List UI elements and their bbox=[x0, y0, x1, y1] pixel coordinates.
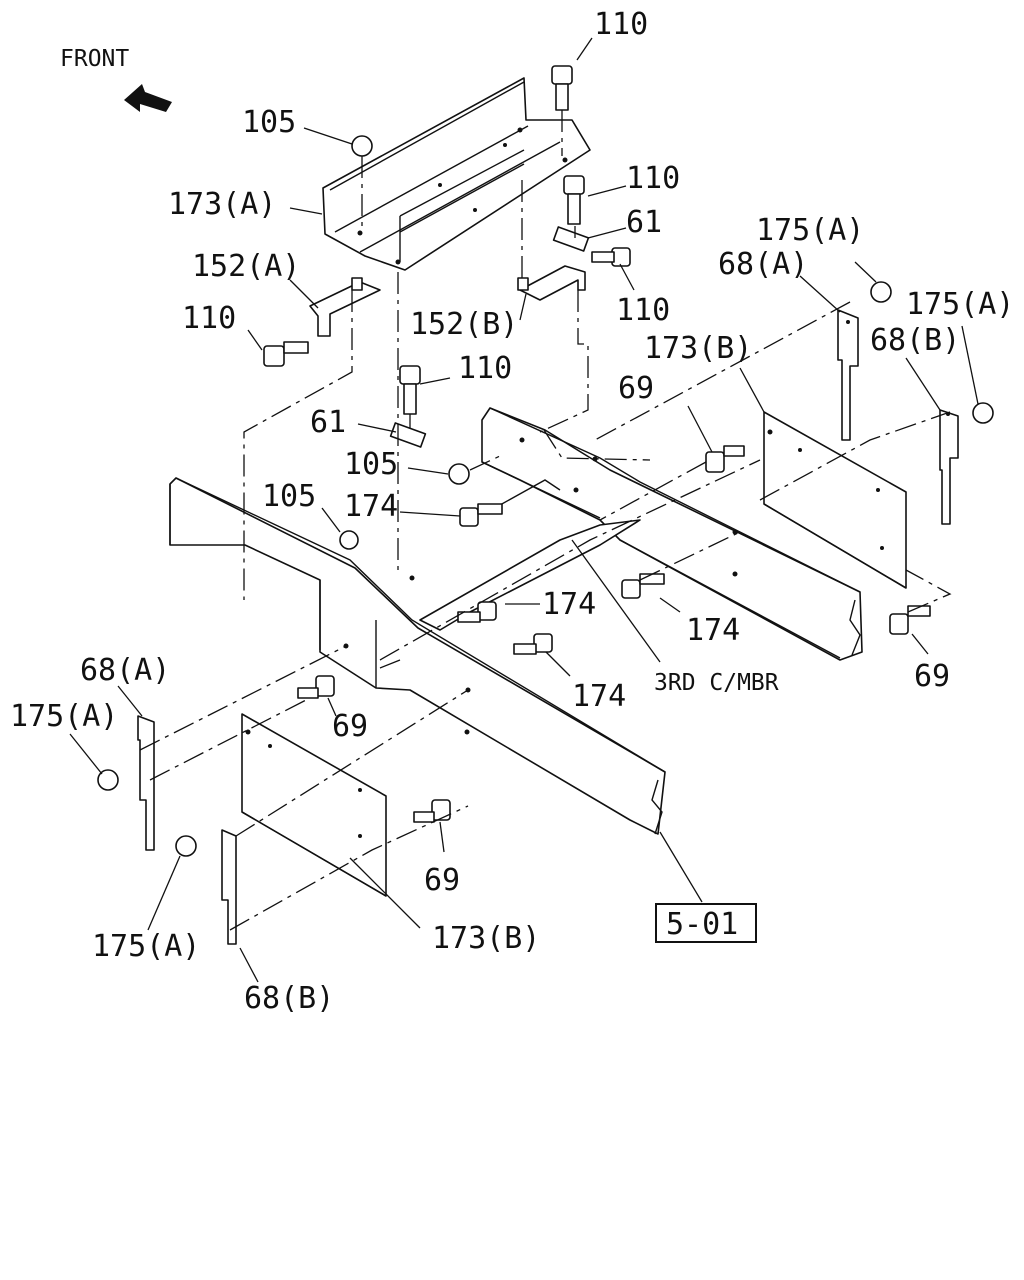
callout-110-center: 110 bbox=[458, 351, 512, 386]
callout-174-b: 174 bbox=[542, 587, 596, 622]
callout-175a-left-2: 175(A) bbox=[92, 929, 200, 964]
callout-175a-right-2: 175(A) bbox=[906, 287, 1014, 322]
bolt-69-right-2 bbox=[889, 605, 931, 635]
bolt-69-left-2 bbox=[413, 799, 451, 823]
part-173b-left-plate bbox=[241, 713, 387, 897]
callout-68a-right: 68(A) bbox=[718, 247, 808, 282]
bolt-110-left bbox=[263, 341, 309, 367]
nut-175a-right-1 bbox=[870, 281, 892, 303]
callout-69-right-2: 69 bbox=[914, 659, 950, 694]
callout-173b-right: 173(B) bbox=[644, 331, 752, 366]
callout-173b-left: 173(B) bbox=[432, 921, 540, 956]
bolt-69-right-1 bbox=[705, 445, 745, 473]
callout-110-mid: 110 bbox=[626, 161, 680, 196]
part-173a-top-bracket bbox=[322, 77, 591, 271]
callout-152a: 152(A) bbox=[192, 249, 300, 284]
callout-105-a: 105 bbox=[344, 447, 398, 482]
callout-68b-left: 68(B) bbox=[244, 981, 334, 1016]
nut-175a-left-1 bbox=[97, 769, 119, 791]
callout-110-right: 110 bbox=[616, 293, 670, 328]
front-arrow-icon bbox=[124, 84, 172, 112]
part-68b-left-bracket bbox=[221, 829, 237, 945]
callout-105-top: 105 bbox=[242, 105, 296, 140]
callout-69-left-1: 69 bbox=[332, 709, 368, 744]
bolt-110-right bbox=[591, 247, 631, 267]
callout-labels: 110 105 173(A) 110 61 152(A) 110 152(B) … bbox=[10, 7, 1014, 1016]
bolt-174-b bbox=[621, 573, 665, 599]
part-152b-bracket bbox=[517, 265, 586, 301]
bolt-174-a bbox=[459, 503, 503, 527]
callout-175a-right-1: 175(A) bbox=[756, 213, 864, 248]
left-frame-rail bbox=[169, 477, 666, 835]
part-152a-bracket bbox=[309, 277, 381, 337]
part-61-center-plate bbox=[389, 422, 427, 448]
nut-175a-right-2 bbox=[972, 402, 994, 424]
part-68a-right-bracket bbox=[837, 309, 859, 441]
nut-105-b bbox=[339, 530, 359, 550]
callout-110-left: 110 bbox=[182, 301, 236, 336]
callout-174-a: 174 bbox=[344, 489, 398, 524]
callout-69-right-1: 69 bbox=[618, 371, 654, 406]
callout-68a-left: 68(A) bbox=[80, 653, 170, 688]
bolt-174-d bbox=[513, 633, 553, 655]
callout-61-center: 61 bbox=[310, 405, 346, 440]
bolt-110-mid bbox=[563, 175, 585, 225]
part-61-top-plate bbox=[552, 226, 590, 252]
callout-105-b: 105 bbox=[262, 479, 316, 514]
bolt-110-center bbox=[399, 365, 421, 415]
part-68b-right-bracket bbox=[939, 409, 959, 525]
callout-68b-right: 68(B) bbox=[870, 323, 960, 358]
callout-175a-left-1: 175(A) bbox=[10, 699, 118, 734]
front-indicator: FRONT bbox=[60, 46, 172, 112]
part-173b-right-plate bbox=[763, 411, 907, 589]
callout-152b: 152(B) bbox=[410, 307, 518, 342]
front-label: FRONT bbox=[60, 46, 129, 72]
bolt-69-left-1 bbox=[297, 675, 335, 699]
leader-lines bbox=[69, 37, 979, 983]
reference-label: 5-01 bbox=[666, 907, 738, 942]
bolts-174 bbox=[457, 503, 665, 655]
bolts-110 bbox=[263, 65, 631, 415]
nut-105-a bbox=[448, 463, 470, 485]
callout-69-left-2: 69 bbox=[424, 863, 460, 898]
callout-173a: 173(A) bbox=[168, 187, 276, 222]
nut-175a-left-2 bbox=[175, 835, 197, 857]
bolt-174-c bbox=[457, 601, 497, 623]
third-cross-member-label: 3RD C/MBR bbox=[654, 670, 779, 696]
part-68a-left-bracket bbox=[137, 715, 155, 851]
right-frame-rail bbox=[481, 407, 863, 661]
callout-110-top: 110 bbox=[594, 7, 648, 42]
callout-174-d: 174 bbox=[572, 679, 626, 714]
nut-105-top bbox=[351, 135, 373, 157]
reference-box[interactable]: 5-01 bbox=[655, 903, 757, 943]
assembly-lines bbox=[139, 110, 952, 931]
bolt-110-top bbox=[551, 65, 573, 111]
callout-174-c: 174 bbox=[686, 613, 740, 648]
callout-61-top: 61 bbox=[626, 205, 662, 240]
